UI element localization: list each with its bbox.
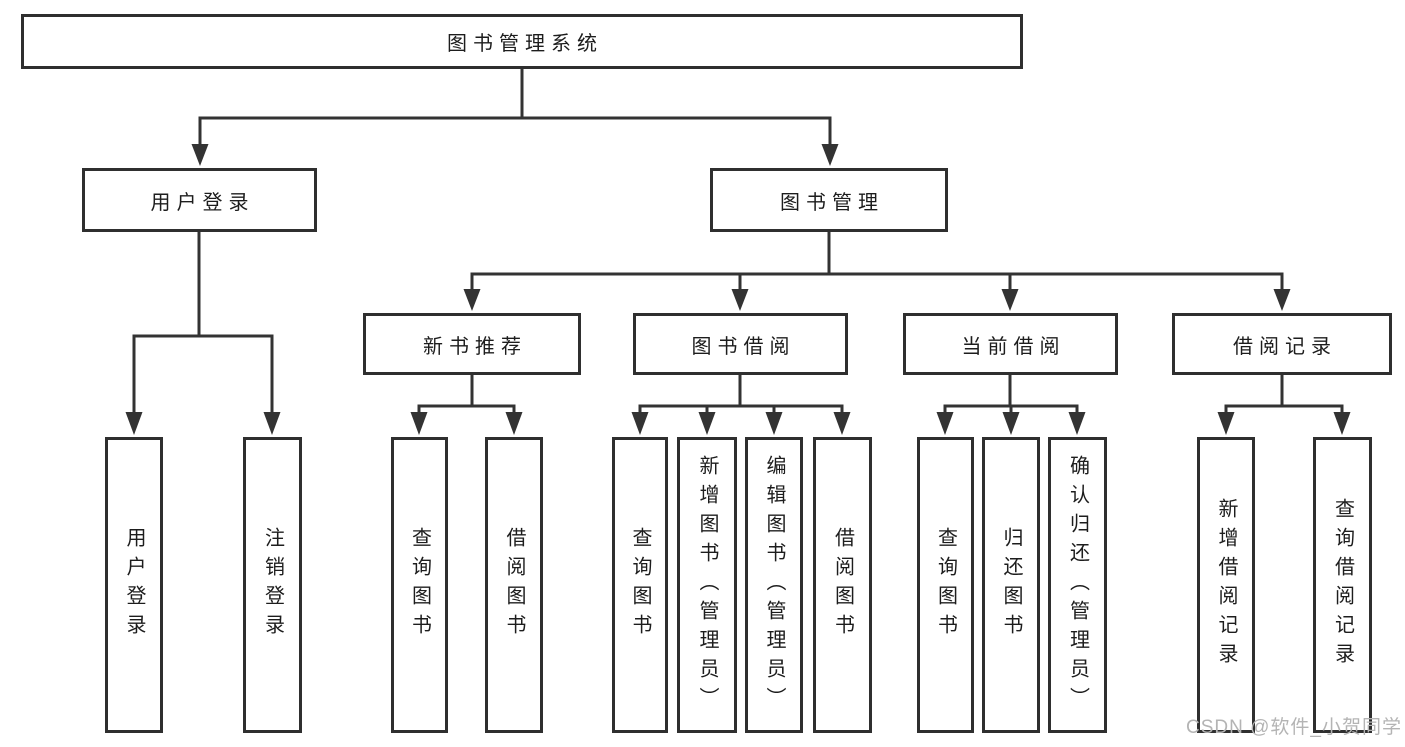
leaf-bb-query-books-label: 查询图书: [629, 527, 651, 643]
leaf-cb-query-books: 查询图书: [917, 437, 974, 733]
node-new-book-recommend: 新书推荐: [363, 313, 581, 375]
leaf-nb-query-books-label: 查询图书: [408, 527, 431, 643]
node-user-login-label: 用户登录: [150, 191, 255, 214]
node-book-management: 图书管理: [710, 168, 948, 232]
node-current-borrowing: 当前借阅: [903, 313, 1118, 375]
leaf-br-query-record: 查询借阅记录: [1313, 437, 1372, 733]
leaf-bb-edit-books-label: 编辑图书（管理员）: [763, 454, 785, 716]
leaf-cb-return-books-label: 归还图书: [1000, 527, 1022, 643]
node-borrowing-records-label: 借阅记录: [1233, 335, 1337, 358]
node-book-borrowing: 图书借阅: [633, 313, 848, 375]
leaf-nb-borrow-books-label: 借阅图书: [503, 527, 525, 643]
node-user-login: 用户登录: [82, 168, 317, 232]
leaf-bb-query-books: 查询图书: [612, 437, 668, 733]
leaf-cb-query-books-label: 查询图书: [934, 527, 957, 643]
leaf-br-query-record-label: 查询借阅记录: [1331, 498, 1354, 672]
leaf-bb-borrow-books-label: 借阅图书: [831, 527, 854, 643]
node-library-system: 图书管理系统: [21, 14, 1023, 69]
leaf-br-add-record-label: 新增借阅记录: [1215, 498, 1237, 672]
leaf-user-login-label: 用户登录: [123, 527, 145, 643]
node-new-book-recommend-label: 新书推荐: [423, 335, 527, 358]
leaf-nb-query-books: 查询图书: [391, 437, 448, 733]
leaf-bb-add-books: 新增图书（管理员）: [677, 437, 737, 733]
leaf-bb-borrow-books: 借阅图书: [813, 437, 872, 733]
leaf-cb-return-books: 归还图书: [982, 437, 1040, 733]
leaf-logout: 注销登录: [243, 437, 302, 733]
leaf-logout-label: 注销登录: [261, 527, 284, 643]
node-book-management-label: 图书管理: [780, 191, 884, 214]
leaf-cb-confirm-return-label: 确认归还（管理员）: [1066, 454, 1089, 716]
node-borrowing-records: 借阅记录: [1172, 313, 1392, 375]
node-book-borrowing-label: 图书借阅: [691, 335, 796, 358]
csdn-watermark: CSDN @软件_小贺同学: [1186, 717, 1402, 738]
leaf-user-login: 用户登录: [105, 437, 163, 733]
leaf-bb-edit-books: 编辑图书（管理员）: [745, 437, 803, 733]
leaf-cb-confirm-return: 确认归还（管理员）: [1048, 437, 1107, 733]
node-library-system-label: 图书管理系统: [447, 33, 603, 55]
leaf-br-add-record: 新增借阅记录: [1197, 437, 1255, 733]
leaf-nb-borrow-books: 借阅图书: [485, 437, 543, 733]
node-current-borrowing-label: 当前借阅: [961, 335, 1066, 358]
leaf-bb-add-books-label: 新增图书（管理员）: [696, 454, 718, 716]
